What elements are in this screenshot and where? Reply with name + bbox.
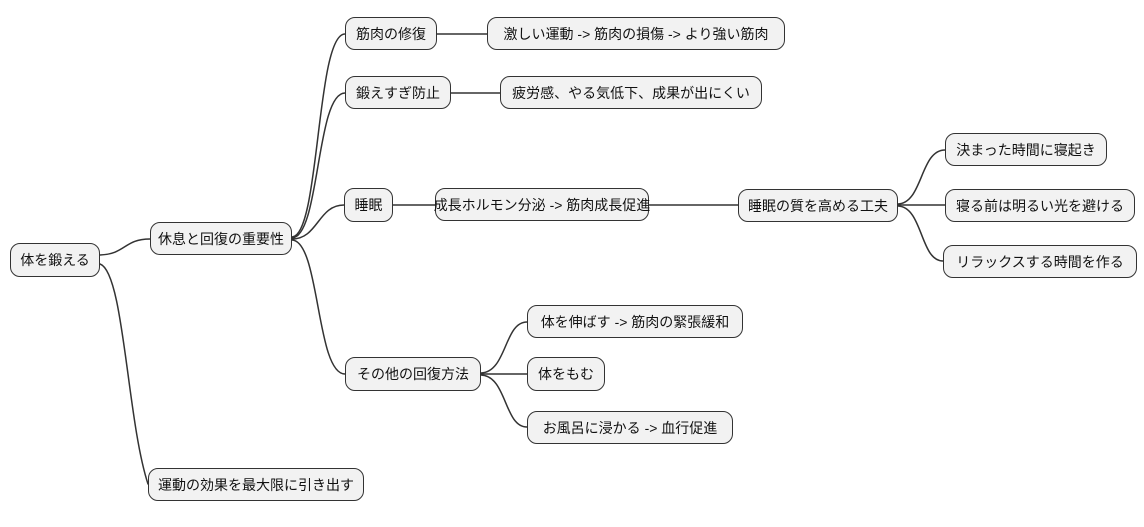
node-maximize-effect: 運動の効果を最大限に引き出す: [148, 468, 364, 501]
node-overtraining-prevention-label: 鍛えすぎ防止: [356, 84, 440, 101]
node-other-recovery: その他の回復方法: [345, 357, 481, 391]
edge-quality-to-relax: [897, 205, 944, 262]
edge-root-to-rest-recovery: [99, 238, 151, 256]
edge-rest-to-sleep: [291, 204, 345, 240]
edge-other-to-bath: [480, 374, 528, 428]
node-sleep-quality: 睡眠の質を高める工夫: [738, 189, 898, 222]
node-sleep-detail-label: 成長ホルモン分泌 -> 筋肉成長促進: [433, 196, 651, 213]
node-maximize-effect-label: 運動の効果を最大限に引き出す: [158, 476, 354, 493]
edge-root-to-maximize-effect: [99, 263, 149, 485]
node-sleep-quality-schedule: 決まった時間に寝起き: [945, 133, 1107, 166]
node-massage-label: 体をもむ: [538, 366, 594, 382]
node-rest-recovery: 休息と回復の重要性: [150, 222, 292, 255]
edge-rest-to-overtraining: [291, 92, 346, 239]
node-stretch: 体を伸ばす -> 筋肉の緊張緩和: [527, 305, 743, 338]
node-root-label: 体を鍛える: [20, 252, 90, 268]
node-other-recovery-label: その他の回復方法: [357, 366, 469, 382]
node-sleep: 睡眠: [344, 188, 393, 222]
node-rest-recovery-label: 休息と回復の重要性: [158, 230, 284, 247]
node-stretch-label: 体を伸ばす -> 筋肉の緊張緩和: [540, 313, 730, 330]
node-bath: お風呂に浸かる -> 血行促進: [527, 411, 733, 444]
node-sleep-quality-schedule-label: 決まった時間に寝起き: [956, 141, 1096, 158]
node-overtraining-prevention: 鍛えすぎ防止: [345, 76, 451, 109]
node-sleep-quality-relax-label: リラックスする時間を作る: [956, 253, 1124, 270]
node-sleep-label: 睡眠: [354, 197, 383, 213]
node-overtraining-detail: 疲労感、やる気低下、成果が出にくい: [500, 76, 762, 109]
node-sleep-quality-label: 睡眠の質を高める工夫: [748, 197, 888, 214]
edge-other-to-stretch: [480, 321, 528, 374]
node-sleep-quality-light: 寝る前は明るい光を避ける: [945, 189, 1135, 222]
node-muscle-repair-detail: 激しい運動 -> 筋肉の損傷 -> より強い筋肉: [487, 17, 785, 50]
edge-quality-to-schedule: [897, 149, 946, 205]
node-overtraining-detail-label: 疲労感、やる気低下、成果が出にくい: [512, 84, 750, 101]
node-muscle-repair-label: 筋肉の修復: [356, 25, 426, 42]
edge-rest-to-muscle-repair: [291, 33, 346, 238]
node-massage: 体をもむ: [527, 357, 605, 391]
node-root: 体を鍛える: [10, 243, 100, 277]
node-sleep-quality-light-label: 寝る前は明るい光を避ける: [956, 197, 1124, 214]
node-bath-label: お風呂に浸かる -> 血行促進: [542, 419, 718, 436]
node-sleep-detail: 成長ホルモン分泌 -> 筋肉成長促進: [433, 188, 651, 221]
node-muscle-repair: 筋肉の修復: [345, 17, 437, 50]
node-muscle-repair-detail-label: 激しい運動 -> 筋肉の損傷 -> より強い筋肉: [503, 25, 769, 42]
node-sleep-quality-relax: リラックスする時間を作る: [943, 245, 1137, 278]
edge-rest-to-other-recovery: [291, 239, 346, 375]
